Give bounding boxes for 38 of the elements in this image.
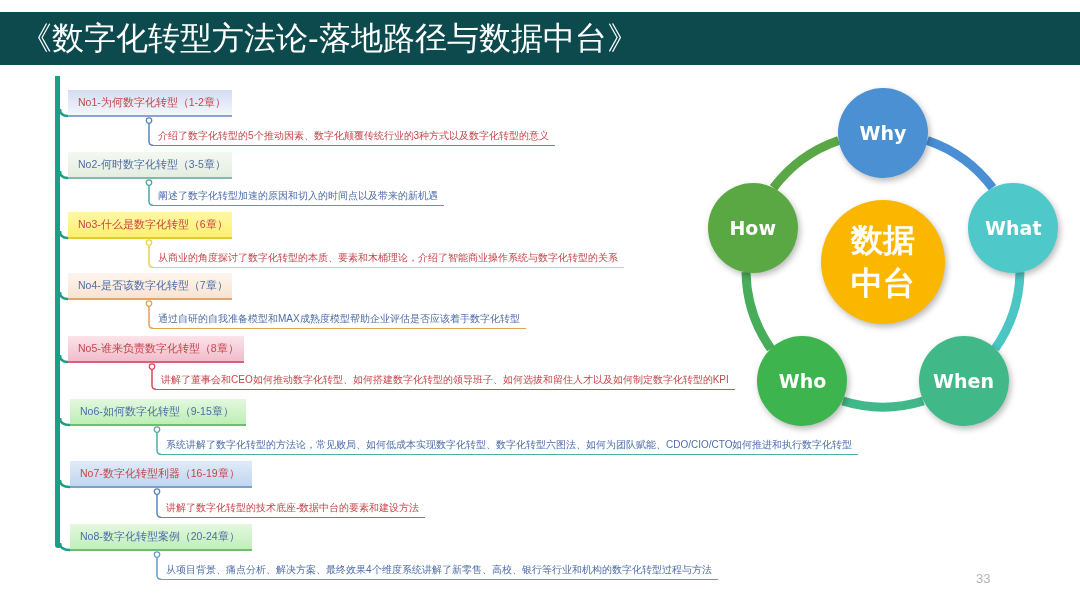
- topic-box: No8-数字化转型案例（20-24章）: [70, 524, 252, 551]
- topic-box: No3-什么是数字化转型（6章）: [68, 212, 232, 239]
- connector-line: [145, 300, 154, 329]
- connector-line: [153, 488, 162, 518]
- connector-line: [145, 239, 154, 268]
- circle-node: How: [707, 182, 798, 273]
- circle-node: Who: [757, 335, 848, 426]
- circle-node: What: [968, 182, 1059, 273]
- title-bar: 《数字化转型方法论-落地路径与数据中台》: [0, 12, 1080, 65]
- branch-text: 讲解了数字化转型的技术底座-数据中台的要素和建设方法: [161, 500, 426, 518]
- topic-box: No5-谁来负责数字化转型（8章）: [68, 336, 244, 363]
- connector-line: [145, 117, 154, 146]
- topic-box: No4-是否该数字化转型（7章）: [68, 273, 232, 300]
- branch-text: 通过自研的自我准备模型和MAX成熟度模型帮助企业评估是否应该着手数字化转型: [153, 311, 526, 329]
- branch-text: 从商业的角度探讨了数字化转型的本质、要素和木桶理论，介绍了智能商业操作系统与数字化转型的关系: [153, 250, 624, 268]
- ring-arc: [841, 396, 925, 412]
- branch-text: 阐述了数字化转型加速的原因和切入的时间点以及带来的新机遇: [153, 188, 444, 206]
- connector-line: [153, 426, 162, 455]
- connector-line: [145, 179, 154, 206]
- page-number: 33: [976, 571, 991, 586]
- ring-arc: [770, 136, 841, 191]
- topic-box: No2-何时数字化转型（3-5章）: [68, 152, 232, 179]
- circle-node: Why: [838, 88, 928, 178]
- ring-arc: [991, 271, 1025, 352]
- topic-box: No7-数字化转型利器（16-19章）: [70, 461, 252, 488]
- center-circle: 数据中台: [821, 200, 945, 324]
- branch-text: 讲解了董事会和CEO如何推动数字化转型、如何搭建数字化转型的领导班子、如何选拔和留住人才以及如何制定数字化转型的KPI: [156, 372, 735, 390]
- branch-text: 系统讲解了数字化转型的方法论，常见败局、如何低成本实现数字化转型、数字化转型六图法、如何为团队赋能、CDO/CIO/CTO如何推进和执行数字化转型: [161, 437, 859, 455]
- circle-node: When: [918, 335, 1009, 426]
- topic-box: No1-为何数字化转型（1-2章）: [68, 90, 232, 117]
- branch-text: 从项目背景、痛点分析、解决方案、最终效果4个维度系统讲解了新零售、高校、银行等行业和机构的数字化转型过程与方法: [161, 562, 718, 580]
- ring-arc: [741, 271, 775, 352]
- connector-line: [153, 551, 162, 580]
- trunk-bar: [55, 76, 60, 548]
- branch-text: 介绍了数字化转型的5个推动因素、数字化颠覆传统行业的3种方式以及数字化转型的意义: [153, 128, 556, 146]
- topic-box: No6-如何数字化转型（9-15章）: [70, 399, 246, 426]
- ring-arc: [925, 136, 996, 191]
- connector-line: [148, 363, 157, 390]
